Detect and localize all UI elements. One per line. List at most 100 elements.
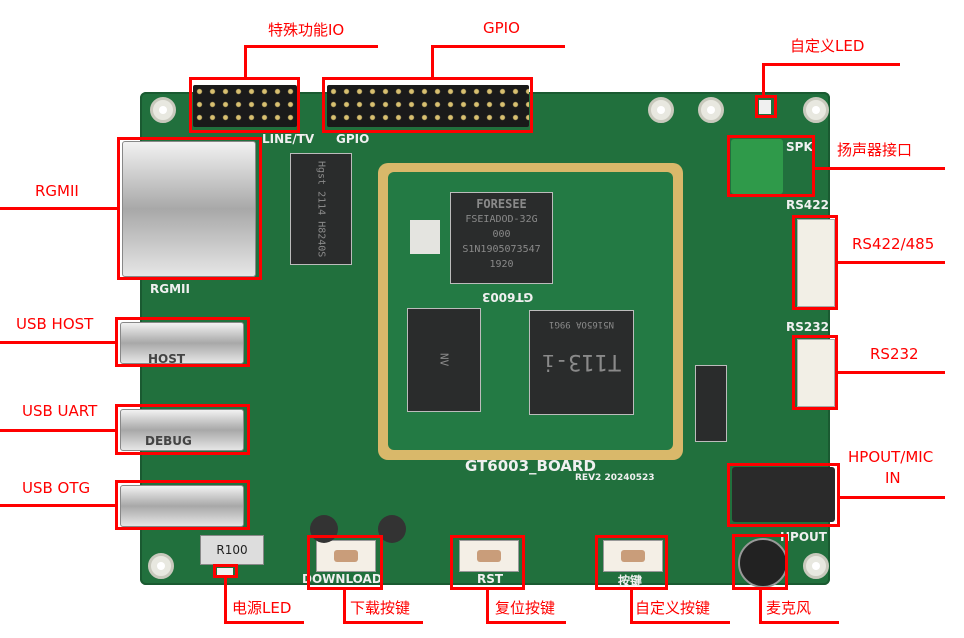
callout-line bbox=[244, 45, 378, 48]
callout-line bbox=[762, 63, 765, 96]
chip-text: S1N1905073547 bbox=[462, 244, 541, 255]
chip-text: 000 bbox=[492, 229, 511, 240]
callout-box-reset bbox=[450, 535, 525, 590]
chip-text: 1920 bbox=[489, 259, 514, 270]
mounting-hole bbox=[148, 553, 174, 579]
speaker-terminal bbox=[731, 139, 783, 194]
callout-line bbox=[486, 590, 489, 623]
chip-text: FORESEE bbox=[476, 197, 527, 211]
silk-host: HOST bbox=[148, 352, 186, 366]
callout-box-rs422 bbox=[792, 215, 838, 310]
special-io-header bbox=[193, 85, 297, 127]
label-power-led: 电源LED bbox=[232, 599, 292, 617]
label-usb-host: USB HOST bbox=[16, 315, 94, 333]
power-led bbox=[217, 568, 233, 576]
label-custom-key: 自定义按键 bbox=[635, 599, 711, 617]
flash-chip: FORESEE FSEIADOD-32G 000 S1N1905073547 1… bbox=[450, 192, 553, 284]
callout-line bbox=[431, 45, 434, 78]
nand-chip: NV bbox=[407, 308, 481, 412]
label-microphone: 麦克风 bbox=[766, 599, 812, 617]
ethernet-transformer: Hgst 2114 H8240S bbox=[290, 153, 352, 265]
label-special-io: 特殊功能IO bbox=[268, 21, 345, 39]
label-usb-otg: USB OTG bbox=[22, 479, 91, 497]
callout-line bbox=[431, 45, 565, 48]
callout-box-custom-led bbox=[755, 95, 777, 118]
label-usb-uart: USB UART bbox=[22, 402, 98, 420]
crystal bbox=[410, 220, 440, 254]
callout-line bbox=[486, 621, 566, 624]
callout-line bbox=[840, 496, 945, 499]
callout-line bbox=[762, 63, 900, 66]
reset-button[interactable] bbox=[459, 540, 519, 572]
callout-line bbox=[630, 621, 730, 624]
silk-spk: SPK bbox=[786, 140, 813, 154]
mounting-hole bbox=[150, 97, 176, 123]
chip-text: T113-i bbox=[541, 349, 622, 374]
callout-box-special-io bbox=[189, 77, 300, 133]
gpio-header bbox=[327, 85, 529, 127]
callout-box-custom-key bbox=[595, 535, 668, 590]
soc-chip: N5165OA 99G1 T113-i bbox=[529, 310, 634, 415]
callout-box-download bbox=[307, 535, 383, 590]
callout-box-rgmii bbox=[117, 137, 262, 280]
callout-box-usb-uart bbox=[115, 404, 250, 455]
silk-board-name: GT6003_BOARD bbox=[465, 457, 596, 475]
label-custom-led: 自定义LED bbox=[790, 37, 865, 55]
callout-line bbox=[224, 621, 304, 624]
callout-box-gpio bbox=[322, 77, 533, 133]
rs232-connector bbox=[797, 339, 835, 407]
callout-box-usb-host bbox=[115, 317, 250, 367]
rs422-connector bbox=[797, 219, 835, 307]
resistor: R100 bbox=[200, 535, 264, 565]
silk-rst: RST bbox=[477, 572, 504, 586]
label-rgmii: RGMII bbox=[35, 182, 79, 200]
silk-gpio: GPIO bbox=[336, 132, 370, 146]
callout-line bbox=[224, 578, 227, 623]
label-hpout-mic-in: IN bbox=[885, 469, 901, 487]
callout-line bbox=[343, 621, 423, 624]
callout-line bbox=[759, 621, 839, 624]
callout-line bbox=[838, 261, 945, 264]
silk-rs232: RS232 bbox=[786, 320, 829, 334]
callout-line bbox=[0, 429, 115, 432]
audio-jack bbox=[732, 467, 835, 522]
label-gpio: GPIO bbox=[483, 19, 520, 37]
usb-otg-port bbox=[120, 485, 244, 527]
ethernet-jack bbox=[122, 141, 256, 277]
callout-box-speaker bbox=[727, 135, 815, 197]
mounting-hole bbox=[803, 97, 829, 123]
callout-line bbox=[630, 590, 633, 623]
chip-text: N5165OA 99G1 bbox=[548, 319, 615, 329]
callout-box-mic bbox=[732, 534, 788, 590]
label-download-key: 下载按键 bbox=[350, 599, 411, 617]
label-reset-key: 复位按键 bbox=[495, 599, 556, 617]
silk-debug: DEBUG bbox=[145, 434, 192, 448]
download-button[interactable] bbox=[316, 540, 376, 572]
silk-hpout: HPOUT bbox=[780, 530, 827, 544]
silk-rs422: RS422 bbox=[786, 198, 829, 212]
label-speaker: 扬声器接口 bbox=[837, 141, 913, 159]
callout-line bbox=[0, 341, 115, 344]
silk-core-name: GT6003 bbox=[482, 290, 534, 304]
inductor bbox=[310, 515, 338, 543]
custom-button[interactable] bbox=[603, 540, 663, 572]
callout-box-rs232 bbox=[792, 335, 838, 410]
label-rs422-485: RS422/485 bbox=[852, 235, 935, 253]
mounting-hole bbox=[698, 97, 724, 123]
callout-line bbox=[759, 590, 762, 623]
label-hpout-mic: HPOUT/MIC bbox=[848, 448, 934, 466]
silk-download: DOWNLOAD bbox=[302, 572, 382, 586]
label-rs232: RS232 bbox=[870, 345, 919, 363]
mounting-hole bbox=[803, 553, 829, 579]
custom-led bbox=[759, 100, 771, 114]
silk-rgmii: RGMII bbox=[150, 282, 190, 296]
callout-line bbox=[815, 167, 945, 170]
callout-line bbox=[0, 504, 115, 507]
silk-line-tv: LINE/TV bbox=[262, 132, 315, 146]
ic-chip bbox=[695, 365, 727, 442]
microphone bbox=[738, 538, 788, 588]
callout-line bbox=[343, 590, 346, 623]
callout-line bbox=[244, 45, 247, 78]
silk-rev: REV2 20240523 bbox=[575, 473, 655, 483]
